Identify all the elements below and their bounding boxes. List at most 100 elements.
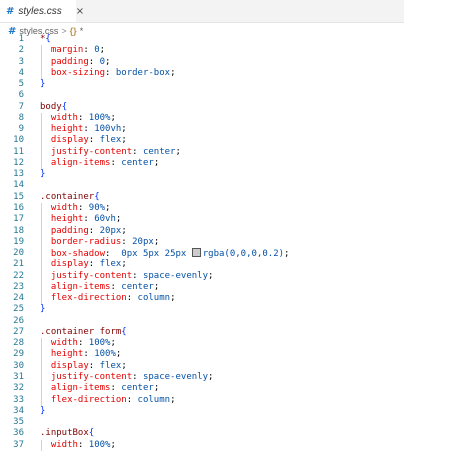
code-token: ; [115,214,122,225]
code-token: box-sizing [40,67,106,78]
code-text: } [40,169,45,180]
code-line[interactable]: 27.container form{ [0,327,456,338]
code-line[interactable]: 16 width: 90%; [0,202,456,215]
code-line[interactable]: 6 [0,90,456,101]
code-text: } [40,79,45,90]
line-number: 29 [13,349,24,360]
code-text: box-shadow: 0px 5px 25px rgba(0,0,0,0.2)… [40,248,289,260]
code-text: width: 90%; [40,202,111,214]
code-token: box-shadow [40,249,106,260]
indent-guide [41,338,42,350]
code-token: ; [115,349,122,360]
code-text: .container{ [40,192,100,203]
tab-styles-css[interactable]: # styles.css × [0,0,84,22]
close-icon[interactable]: × [75,5,85,17]
code-line[interactable]: 17 height: 60vh; [0,214,456,226]
code-line[interactable]: 36.inputBox{ [0,428,456,439]
code-line[interactable]: 3 padding: 0; [0,56,456,68]
code-line[interactable]: 1*{ [0,34,456,45]
line-number: 12 [13,157,24,168]
indent-guide [41,157,42,170]
code-token: flex [99,135,122,146]
indent-guide [41,202,42,215]
code-text: .container form{ [40,327,127,338]
code-token: 0 [94,45,100,56]
code-token: column [137,293,171,304]
line-number: 22 [13,270,24,281]
color-swatch-icon[interactable] [191,248,201,258]
indent-guide [41,135,42,147]
breadcrumb-separator: > [61,26,67,36]
code-line[interactable]: 15 .container{ [0,192,456,203]
code-line[interactable]: 24 flex-direction: column; [0,293,456,305]
code-line[interactable]: 10 display: flex; [0,135,456,147]
code-line[interactable]: 20 box-shadow: 0px 5px 25px rgba(0,0,0,0… [0,248,456,260]
line-number: 3 [18,56,24,67]
line-number: 15 [13,191,24,202]
code-token: width [40,202,78,213]
code-token: : [88,259,100,270]
code-token: width [40,439,78,450]
code-token: : [83,45,95,56]
line-number: 11 [13,146,24,157]
line-number: 34 [13,405,24,416]
code-token: { [94,191,100,202]
code-line[interactable]: 8 width: 100%; [0,112,456,125]
code-text: flex-direction: column; [40,394,176,406]
code-line[interactable]: 28 width: 100%; [0,338,456,350]
code-line[interactable]: 26 [0,316,456,327]
code-line[interactable]: 5} [0,79,456,90]
breadcrumb-symbol[interactable]: * [79,26,84,36]
code-text: margin: 0; [40,45,105,56]
code-token: : [88,225,100,236]
code-line[interactable]: 32 align-items: center; [0,383,456,395]
code-token: ; [208,371,214,382]
code-line[interactable]: 22 justify-content: space-evenly; [0,270,456,282]
editor-tab-bar: # styles.css × [0,0,456,23]
code-token: 100vh [94,124,122,135]
code-line[interactable]: 14 [0,180,456,191]
code-line[interactable]: 35 [0,417,456,428]
code-token: ; [99,45,106,56]
code-token: justify-content [40,371,133,382]
code-line[interactable]: 9 height: 100vh; [0,124,456,136]
code-line[interactable]: 21 display: flex; [0,259,456,271]
code-line[interactable]: 34} [0,406,456,417]
code-token: ; [170,394,176,405]
code-token: display [40,360,89,371]
code-line[interactable]: 11 justify-content: center; [0,146,456,158]
indent-guide [41,349,42,361]
line-number: 33 [13,394,24,405]
line-number: 7 [18,101,24,112]
code-text: display: flex; [40,259,127,270]
code-line[interactable]: 31 justify-content: space-evenly; [0,371,456,384]
code-token: rgba(0,0,0,0.2) [202,249,285,260]
code-line[interactable]: 29 height: 100%; [0,349,456,361]
code-line[interactable]: 18 padding: 20px; [0,225,456,237]
code-line[interactable]: 23 align-items: center; [0,281,456,294]
code-line[interactable]: 12 align-items: center; [0,157,456,170]
css-file-icon: # [6,5,15,17]
breadcrumb-file[interactable]: styles.css [19,26,59,36]
code-token: : [83,124,95,135]
code-line[interactable]: 25} [0,304,456,315]
line-number: 8 [18,112,24,123]
code-line[interactable]: 19 border-radius: 20px; [0,236,456,249]
code-editor[interactable]: 1*{2 margin: 0;3 padding: 0;4 box-sizing… [0,34,456,451]
code-line[interactable]: 33 flex-direction: column; [0,394,456,406]
code-token: } [40,169,46,180]
line-number: 26 [13,315,24,326]
code-line[interactable]: 4 box-sizing: border-box; [0,67,456,80]
indent-guide [41,146,42,158]
code-token: : [121,236,133,247]
code-line[interactable]: 13} [0,169,456,180]
code-line[interactable]: 37 width: 100%; [0,439,456,451]
code-line[interactable]: 2 margin: 0; [0,45,456,57]
line-number: 2 [18,45,24,56]
code-token: .inputBox [40,428,89,439]
code-line[interactable]: 30 display: flex; [0,360,456,372]
code-token: height [40,124,84,135]
line-number: 9 [18,124,24,135]
indent-guide [41,439,42,451]
